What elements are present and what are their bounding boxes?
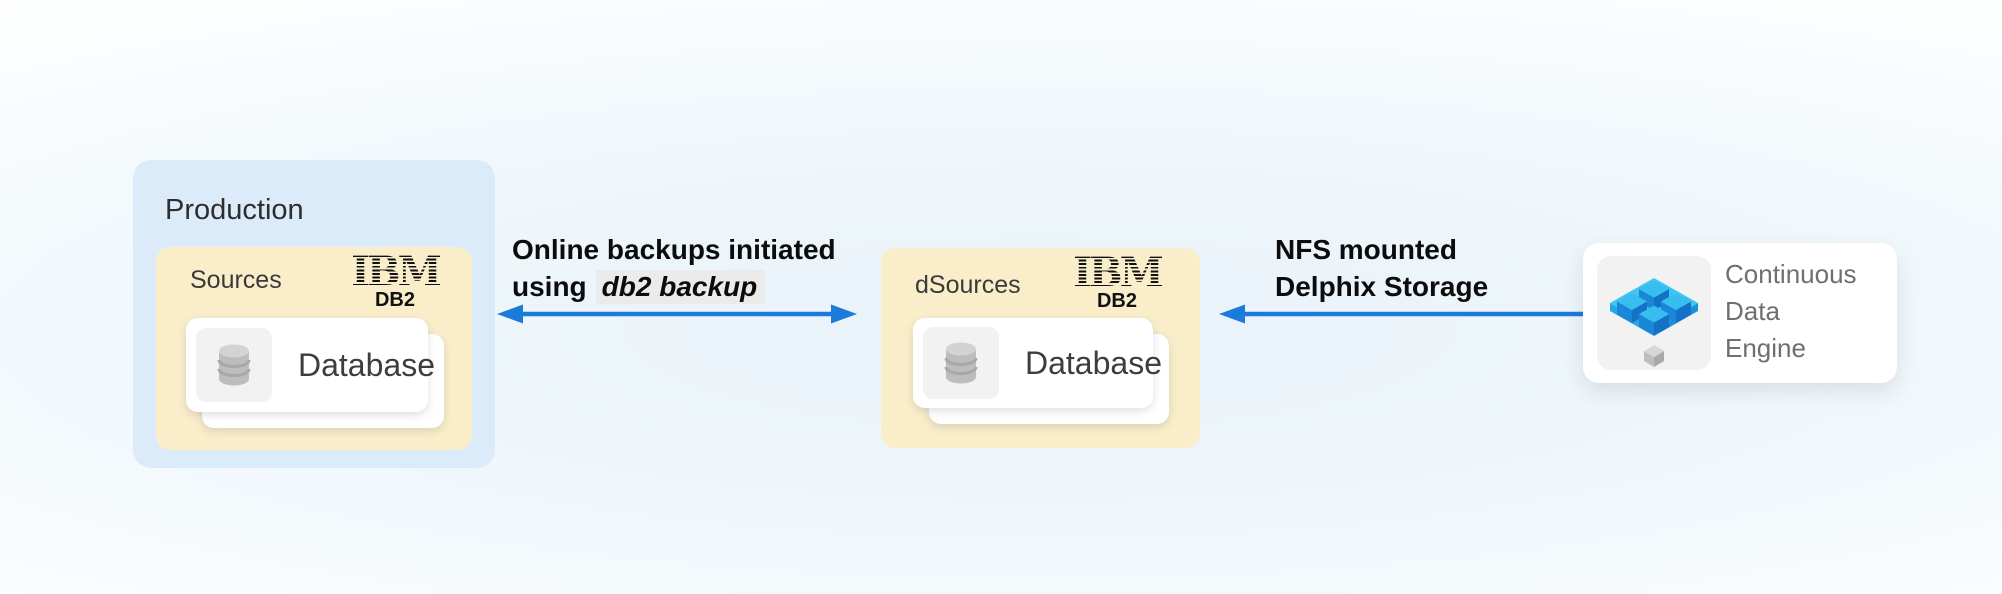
nfs-arrow-label: NFS mounted Delphix Storage <box>1275 231 1488 305</box>
database-icon-tile <box>923 327 999 399</box>
backup-arrow-label-line1: Online backups initiated <box>512 234 836 265</box>
backup-arrow-label-line2: using db2 backup <box>512 268 836 305</box>
backup-flow-arrow <box>497 304 857 324</box>
continuous-data-engine-icon <box>1610 278 1698 367</box>
dsources-group: dSources IBM DB2 Database <box>881 248 1200 448</box>
production-title: Production <box>165 194 304 226</box>
arrow-left-head <box>497 304 523 324</box>
backup-arrow-label: Online backups initiated using db2 backup <box>512 231 836 305</box>
ibm-db2-logo: IBM DB2 <box>350 248 442 311</box>
database-card: Database <box>913 318 1162 408</box>
engine-label-line1: Continuous <box>1725 259 1857 289</box>
nfs-arrow-label-line1: NFS mounted <box>1275 234 1457 265</box>
continuous-data-engine-card: Continuous Data Engine <box>1583 243 1897 383</box>
dsources-title: dSources <box>915 271 1021 299</box>
database-cylinder-icon <box>944 342 978 384</box>
db2-logo-text: DB2 <box>374 289 415 311</box>
db2-logo-text: DB2 <box>1096 290 1137 312</box>
engine-label-line3: Engine <box>1725 333 1806 363</box>
ibm-db2-logo: IBM DB2 <box>1072 249 1164 312</box>
sources-group: Sources IBM DB2 Database <box>156 247 472 450</box>
arrow-right-head <box>831 304 857 324</box>
sources-title: Sources <box>190 266 282 294</box>
database-card: Database <box>186 318 435 412</box>
database-cylinder-icon <box>217 344 251 386</box>
nfs-arrow-label-line2: Delphix Storage <box>1275 271 1489 302</box>
arrow-left-head <box>1219 304 1245 324</box>
nfs-flow-arrow <box>1219 304 1584 324</box>
database-label: Database <box>1025 344 1162 381</box>
engine-label: Continuous Data Engine <box>1725 256 1857 367</box>
ibm-logo-text: IBM <box>351 248 442 295</box>
database-label: Database <box>298 346 435 383</box>
database-icon-tile <box>196 328 272 402</box>
production-group: Production Sources IBM DB2 Database <box>133 160 495 468</box>
ibm-logo-text: IBM <box>1073 249 1164 296</box>
engine-icon-tile <box>1597 256 1711 370</box>
backup-arrow-label-prefix: using <box>512 271 587 302</box>
engine-label-line2: Data <box>1725 296 1780 326</box>
db2-backup-command-chip: db2 backup <box>595 270 766 304</box>
